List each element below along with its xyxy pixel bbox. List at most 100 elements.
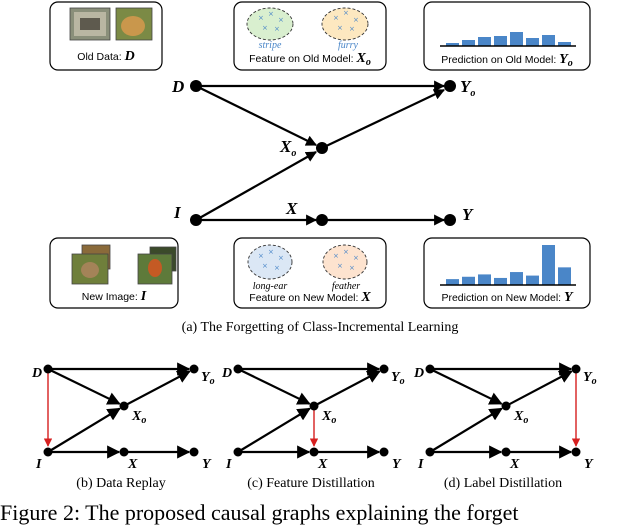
new-image-caption: New Image: I [82,289,147,304]
feature-new-box: ××××× ××××× long-ear feather Feature on … [233,237,387,309]
svg-text:×: × [268,10,274,18]
stripe-feature-blob [246,7,294,41]
prediction-old-caption: Prediction on Old Model: Yo [441,52,572,69]
svg-text:×: × [349,264,355,272]
edge-I-Xo [195,151,317,221]
histogram-bar [478,37,491,46]
subpanel-caption: (c) Feature Distillation [247,476,375,491]
old-data-box: Old Data: D [49,1,163,71]
label-X: X [509,457,520,472]
histogram-bar [526,275,539,285]
prediction-old-box: Prediction on Old Model: Yo [423,1,591,71]
node-X [316,214,328,226]
feature-new-caption: Feature on New Model: X [249,290,371,305]
svg-text:×: × [343,9,349,17]
node-X [501,447,511,457]
histogram-bar [542,245,555,285]
histogram-bar [558,42,571,46]
node-Y [571,447,581,457]
node-D [233,364,243,374]
histogram-bar [526,38,539,46]
edge-D-Xo [429,368,503,405]
long-ear-feature-blob [247,244,293,280]
label-D: D [31,366,42,381]
new-image-box: New Image: I [49,237,179,309]
main-causal-graph: D Yo Xo I X Y [171,77,475,226]
feature-old-box: ××××× ××××× stripe furry Feature on Old … [233,1,387,71]
node-Xo [501,401,511,411]
histogram-bar [542,35,555,46]
node-I [43,447,53,457]
label-D: D [221,366,232,381]
label-Xo: Xo [131,409,146,426]
prediction-new-histogram [446,245,571,285]
svg-text:×: × [274,264,280,272]
node-Y [379,447,389,457]
subpanel-caption: (b) Data Replay [76,476,165,491]
histogram-bar [558,267,571,285]
feature-old-caption: Feature on Old Model: Xo [249,51,371,68]
label-I: I [225,457,232,472]
stripe-label: stripe [259,40,282,51]
histogram-bar [446,43,459,46]
long-ear-label: long-ear [253,281,288,292]
label-Y: Y [584,457,594,472]
svg-text:×: × [333,252,339,260]
svg-text:×: × [353,254,359,262]
node-Yo [571,364,581,374]
svg-text:×: × [343,248,349,256]
label-I: I [173,203,182,222]
node-Xo [309,401,319,411]
svg-text:×: × [337,262,343,270]
edge-D-Xo [237,368,311,405]
node-X [119,447,129,457]
node-X [309,447,319,457]
svg-text:×: × [333,14,339,22]
feather-feature-blob [322,244,368,280]
svg-text:×: × [274,25,280,33]
label-Yo: Yo [201,370,215,387]
histogram-bar [510,272,523,285]
node-Xo [119,401,129,411]
furry-label: furry [338,40,359,51]
svg-text:×: × [268,248,274,256]
label-Y: Y [462,205,474,224]
node-Y [444,214,456,226]
histogram-bar [494,36,507,46]
label-D: D [413,366,424,381]
node-Yo [189,364,199,374]
svg-text:×: × [258,252,264,260]
svg-text:×: × [278,16,284,24]
edge-I-Xo [237,407,311,453]
subpanel-caption: (d) Label Distillation [444,476,562,491]
node-D [190,80,202,92]
svg-text:×: × [278,254,284,262]
label-Y: Y [202,457,212,472]
label-Yo: Yo [460,77,475,99]
edge-Xo-Yo [123,370,191,407]
node-Y [189,447,199,457]
node-Yo [379,364,389,374]
svg-text:×: × [349,25,355,33]
histogram-bar [462,276,475,285]
label-D: D [171,77,184,96]
edge-Xo-Yo [321,89,445,149]
node-D [425,364,435,374]
edge-I-Xo [429,407,503,453]
svg-text:×: × [337,24,343,32]
node-Yo [444,80,456,92]
svg-text:×: × [262,262,268,270]
label-X: X [317,457,328,472]
histogram-bar [462,40,475,46]
histogram-bar [446,279,459,285]
label-X: X [285,199,298,218]
label-Yo: Yo [391,370,405,387]
edge-D-Xo [47,368,121,405]
node-I [425,447,435,457]
node-D [43,364,53,374]
node-I [190,214,202,226]
label-Xo: Xo [513,409,528,426]
